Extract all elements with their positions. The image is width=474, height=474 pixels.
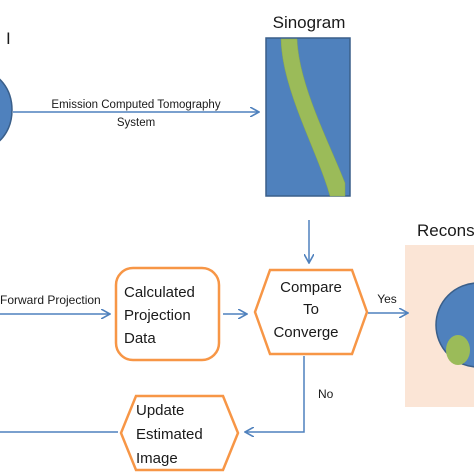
source-object [0, 78, 13, 142]
reconstruction-title: Reconst [417, 221, 474, 240]
calculated-line3: Data [124, 330, 156, 347]
top-left-label: I [6, 29, 11, 48]
compare-line2: To [303, 301, 319, 318]
calculated-line1: Calculated [124, 284, 195, 301]
sinogram-band [280, 38, 346, 197]
forward-projection-label: Forward Projection [0, 293, 101, 307]
update-line3: Image [136, 450, 178, 467]
compare-line1: Compare [280, 279, 342, 296]
no-label: No [318, 387, 334, 401]
sinogram-title: Sinogram [273, 13, 346, 32]
update-line2: Estimated [136, 426, 203, 443]
compare-hexagon [253, 268, 369, 356]
yes-label: Yes [377, 292, 397, 306]
emission-label-line1: Emission Computed Tomography [51, 99, 220, 111]
reconstructed-feature [446, 335, 470, 365]
emission-label-line2: System [117, 117, 155, 129]
no-arrow [246, 356, 305, 432]
calculated-line2: Projection [124, 307, 191, 324]
compare-line3: Converge [273, 324, 338, 341]
calculated-projection-box [114, 266, 221, 362]
update-hexagon [119, 394, 240, 472]
update-line1: Update [136, 402, 184, 419]
